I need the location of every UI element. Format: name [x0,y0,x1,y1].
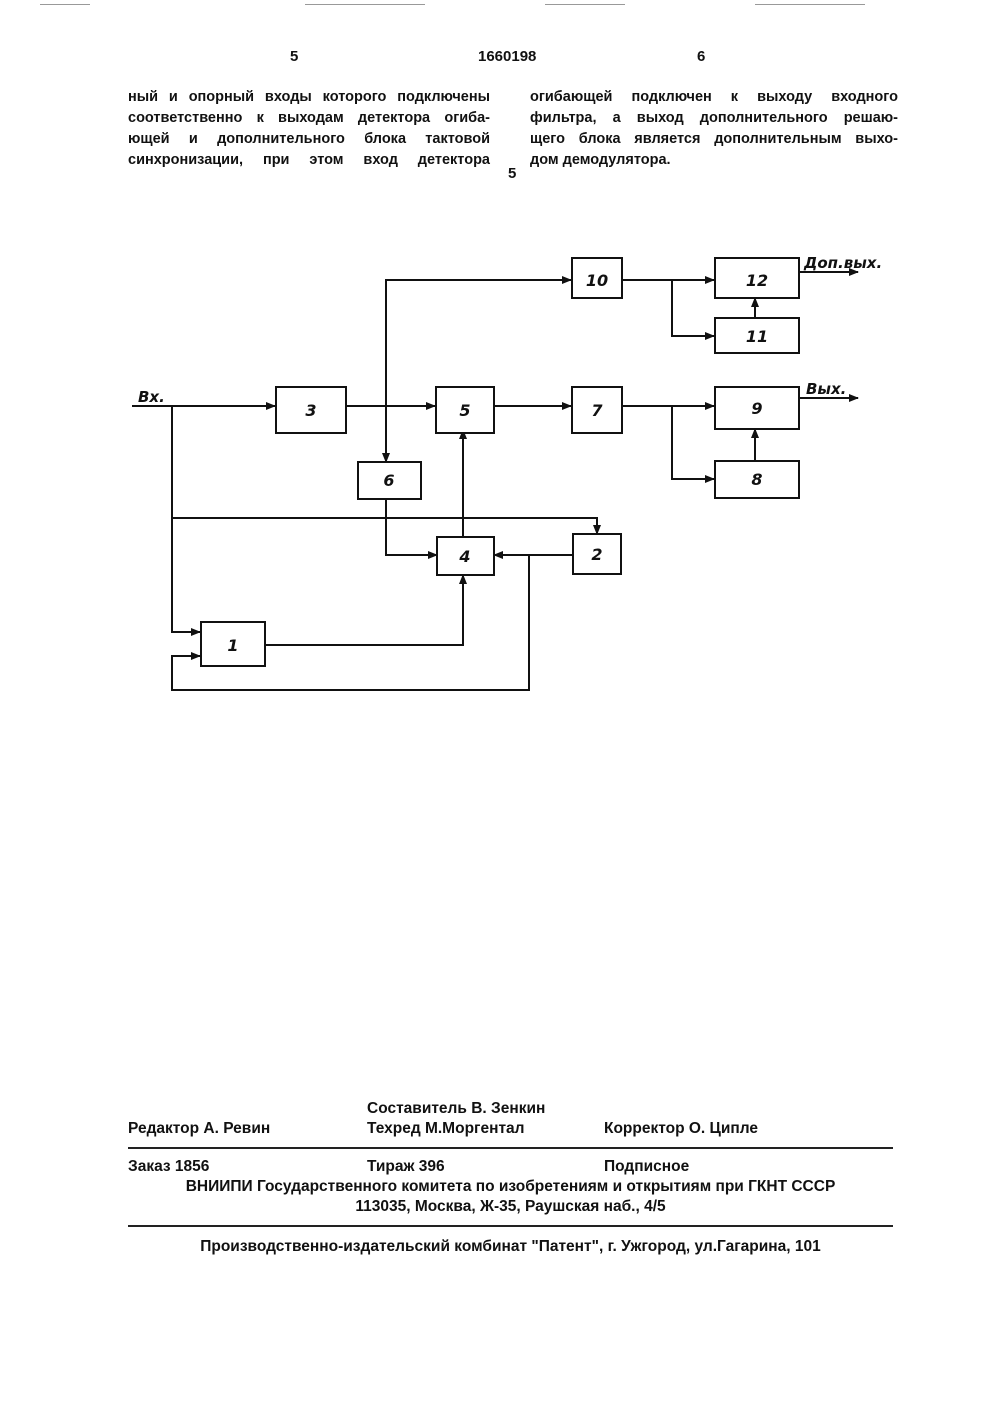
block-label: 10 [586,271,608,290]
block-label: 12 [746,271,768,290]
wire [172,518,597,534]
composer: Составитель В. Зенкин [367,1100,545,1118]
input-label: Вх. [138,388,165,406]
wire [265,575,463,645]
order-number: Заказ 1856 [128,1158,209,1176]
wire [386,499,437,555]
block-label: 9 [751,399,762,418]
extra-output-label: Доп.вых. [803,254,882,272]
wire [672,280,714,336]
divider [128,1147,893,1149]
block-label: 5 [459,401,470,420]
block-label: 1 [227,636,238,655]
block-label: 3 [305,401,316,420]
block-label: 4 [458,547,470,566]
corrector: Корректор О. Ципле [604,1120,758,1138]
block-label: 6 [383,471,394,490]
divider [128,1225,893,1227]
publisher: Производственно-издательский комбинат "П… [128,1238,893,1256]
techred: Техред М.Моргентал [367,1120,525,1138]
editor: Редактор А. Ревин [128,1120,270,1138]
subscription: Подписное [604,1158,689,1176]
address: 113035, Москва, Ж-35, Раушская наб., 4/5 [128,1198,893,1216]
block-diagram: 10 12 11 3 5 7 9 8 6 4 2 1 Вх. Вых. Доп.… [0,0,1000,760]
block-label: 2 [591,545,602,564]
block-label: 7 [591,401,603,420]
output-label: Вых. [806,380,846,398]
organization: ВНИИПИ Государственного комитета по изоб… [128,1178,893,1196]
block-label: 8 [751,470,762,489]
wire [672,406,714,479]
block-label: 11 [746,327,768,346]
circulation: Тираж 396 [367,1158,445,1176]
